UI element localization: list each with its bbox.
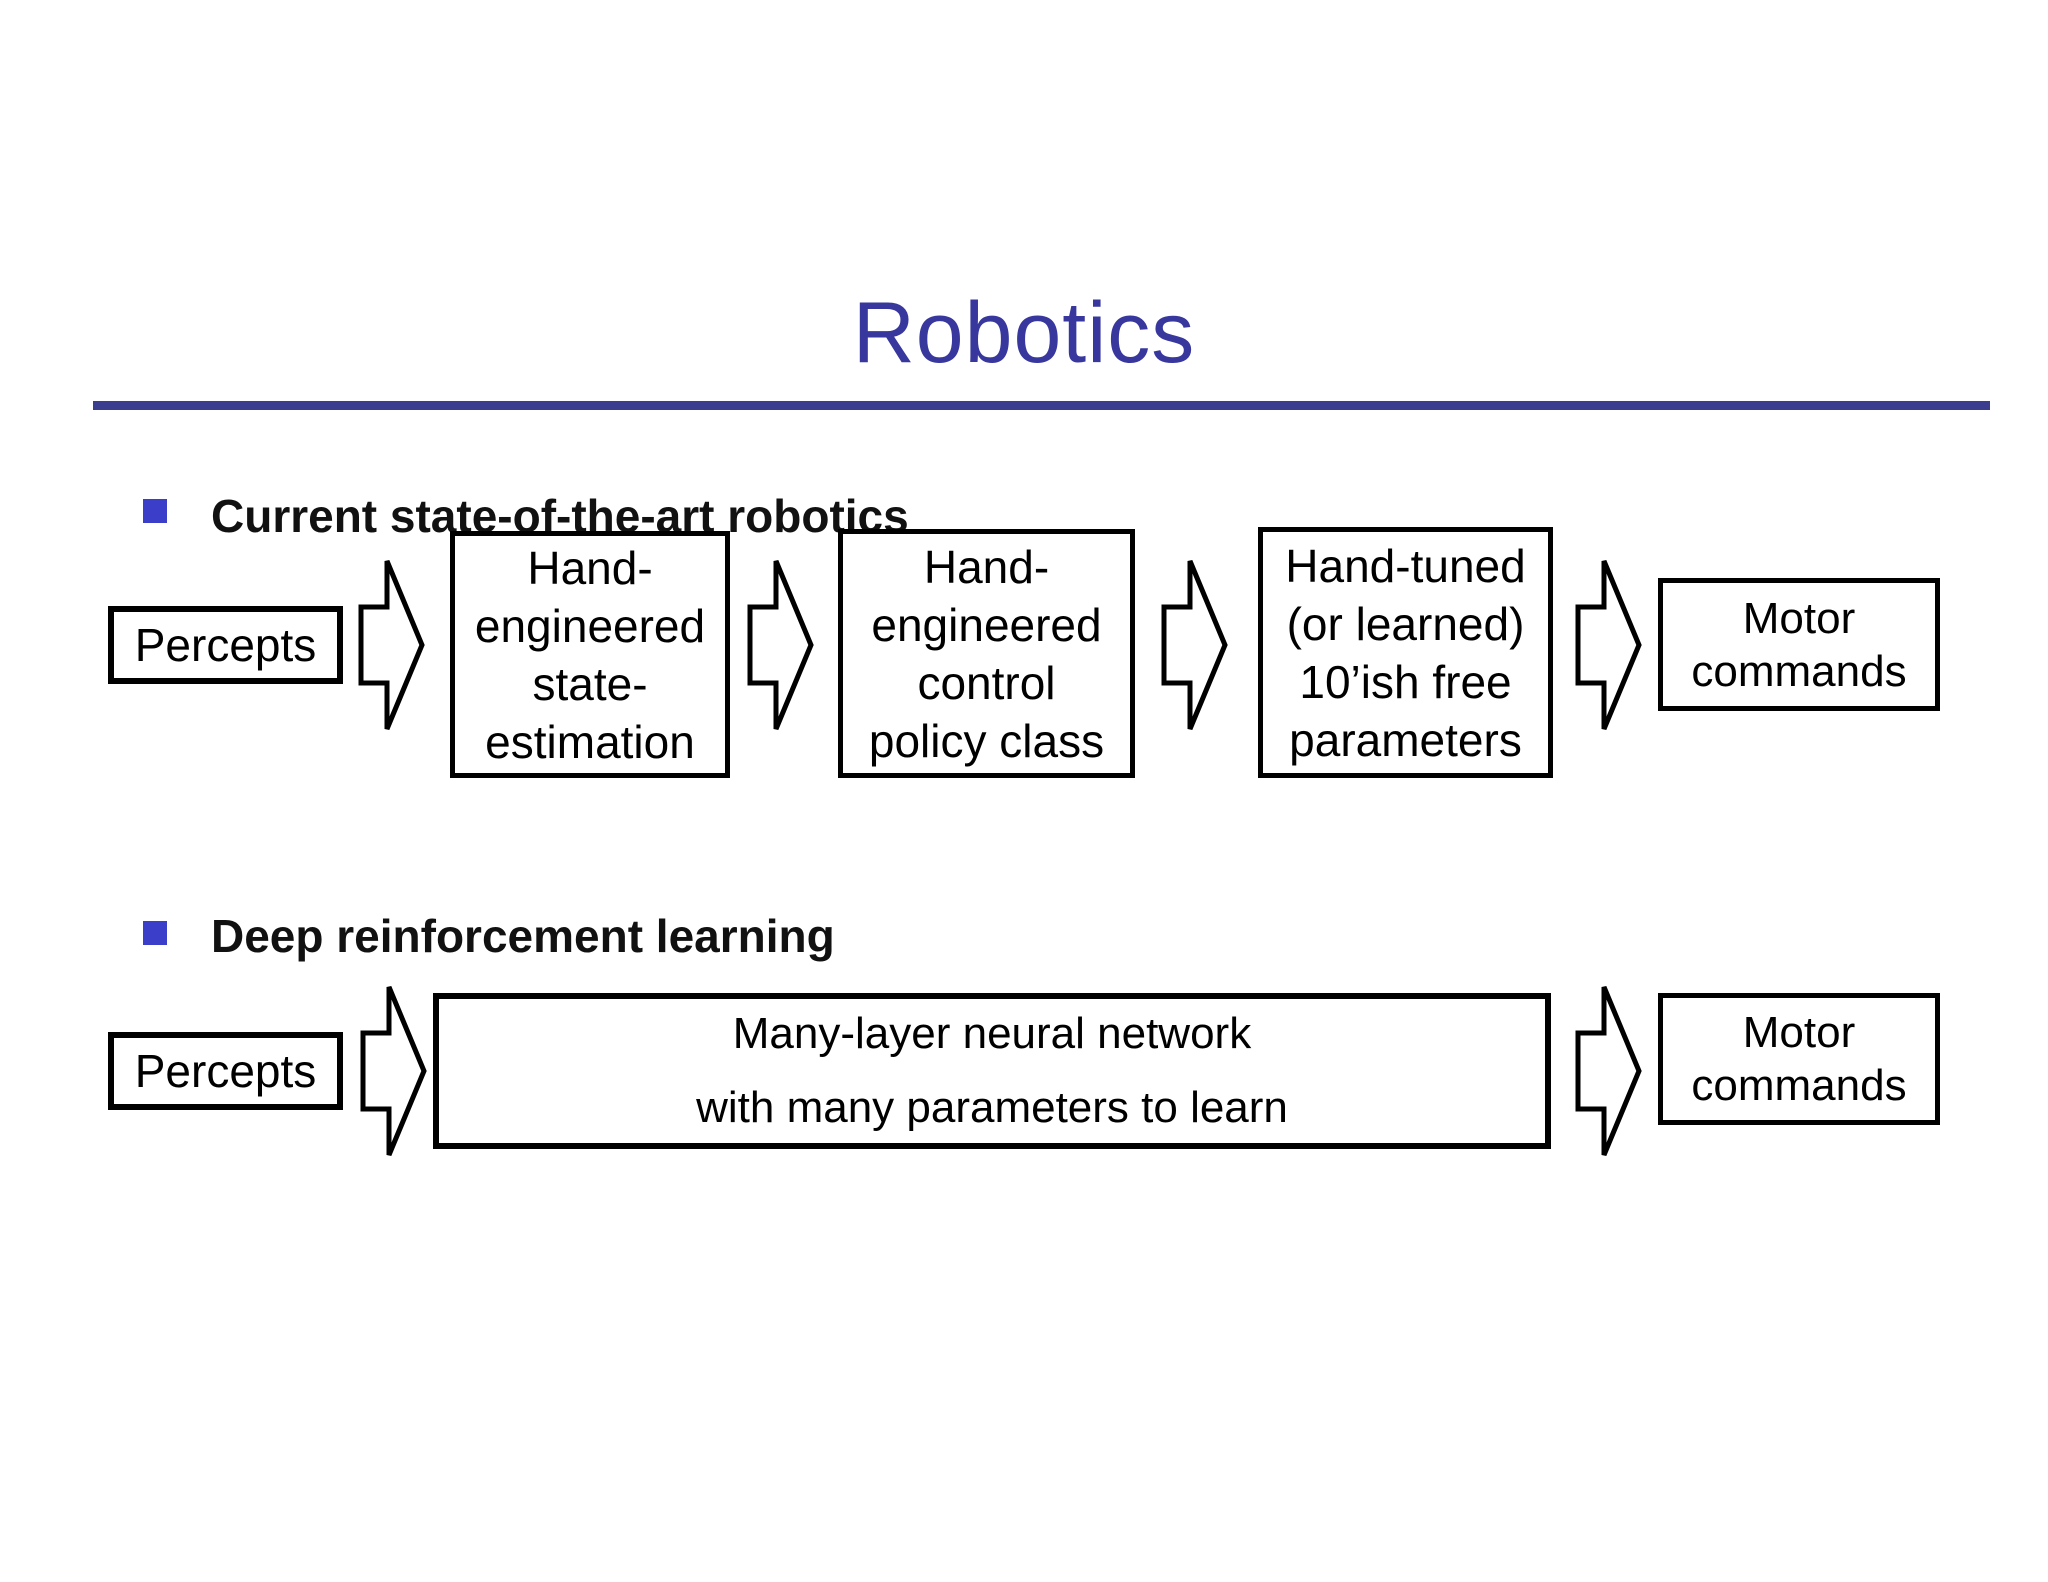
box-line: estimation [485,715,695,768]
box-line: with many parameters to learn [696,1083,1288,1132]
box-line: parameters [1289,713,1522,766]
box-line: commands [1691,646,1907,696]
slide-title: Robotics [852,285,1196,381]
percepts-box: Percepts [108,606,343,684]
box-line: control [917,656,1056,709]
title-underline [93,401,1990,410]
motor-commands-box: Motor commands [1658,993,1940,1125]
flow-arrow-icon [358,560,425,730]
box-line: Hand-tuned [1285,539,1526,592]
section2-heading: Deep reinforcement learning [211,910,835,962]
box-line: (or learned) [1286,597,1525,650]
neural-network-box: Many-layer neural network with many para… [433,993,1551,1149]
bullet-icon [143,499,167,523]
percepts-label: Percepts [134,1045,317,1097]
box-line: engineered [474,599,706,652]
box-line: Motor [1742,593,1856,643]
free-parameters-box: Hand-tuned (or learned) 10’ish free para… [1258,527,1553,778]
box-line: engineered [871,598,1102,651]
state-estimation-box: Hand- engineered state- estimation [450,531,730,778]
box-line: Hand- [923,540,1050,593]
flow-arrow-icon [1161,560,1228,730]
box-line: 10’ish free [1299,655,1512,708]
box-line: state- [532,657,648,710]
control-policy-box: Hand- engineered control policy class [838,529,1135,778]
flow-arrow-icon [1575,986,1642,1156]
box-line: Many-layer neural network [732,1009,1252,1058]
flow-arrow-icon [360,986,427,1156]
percepts-box: Percepts [108,1032,343,1110]
box-line: Motor [1742,1008,1856,1057]
flow-arrow-icon [1575,560,1642,730]
flow-arrow-icon [747,560,814,730]
box-line: Hand- [527,541,653,594]
box-line: commands [1691,1061,1907,1110]
box-line: policy class [868,714,1105,767]
percepts-label: Percepts [134,619,317,671]
motor-commands-box: Motor commands [1658,578,1940,711]
bullet-icon [143,921,167,945]
